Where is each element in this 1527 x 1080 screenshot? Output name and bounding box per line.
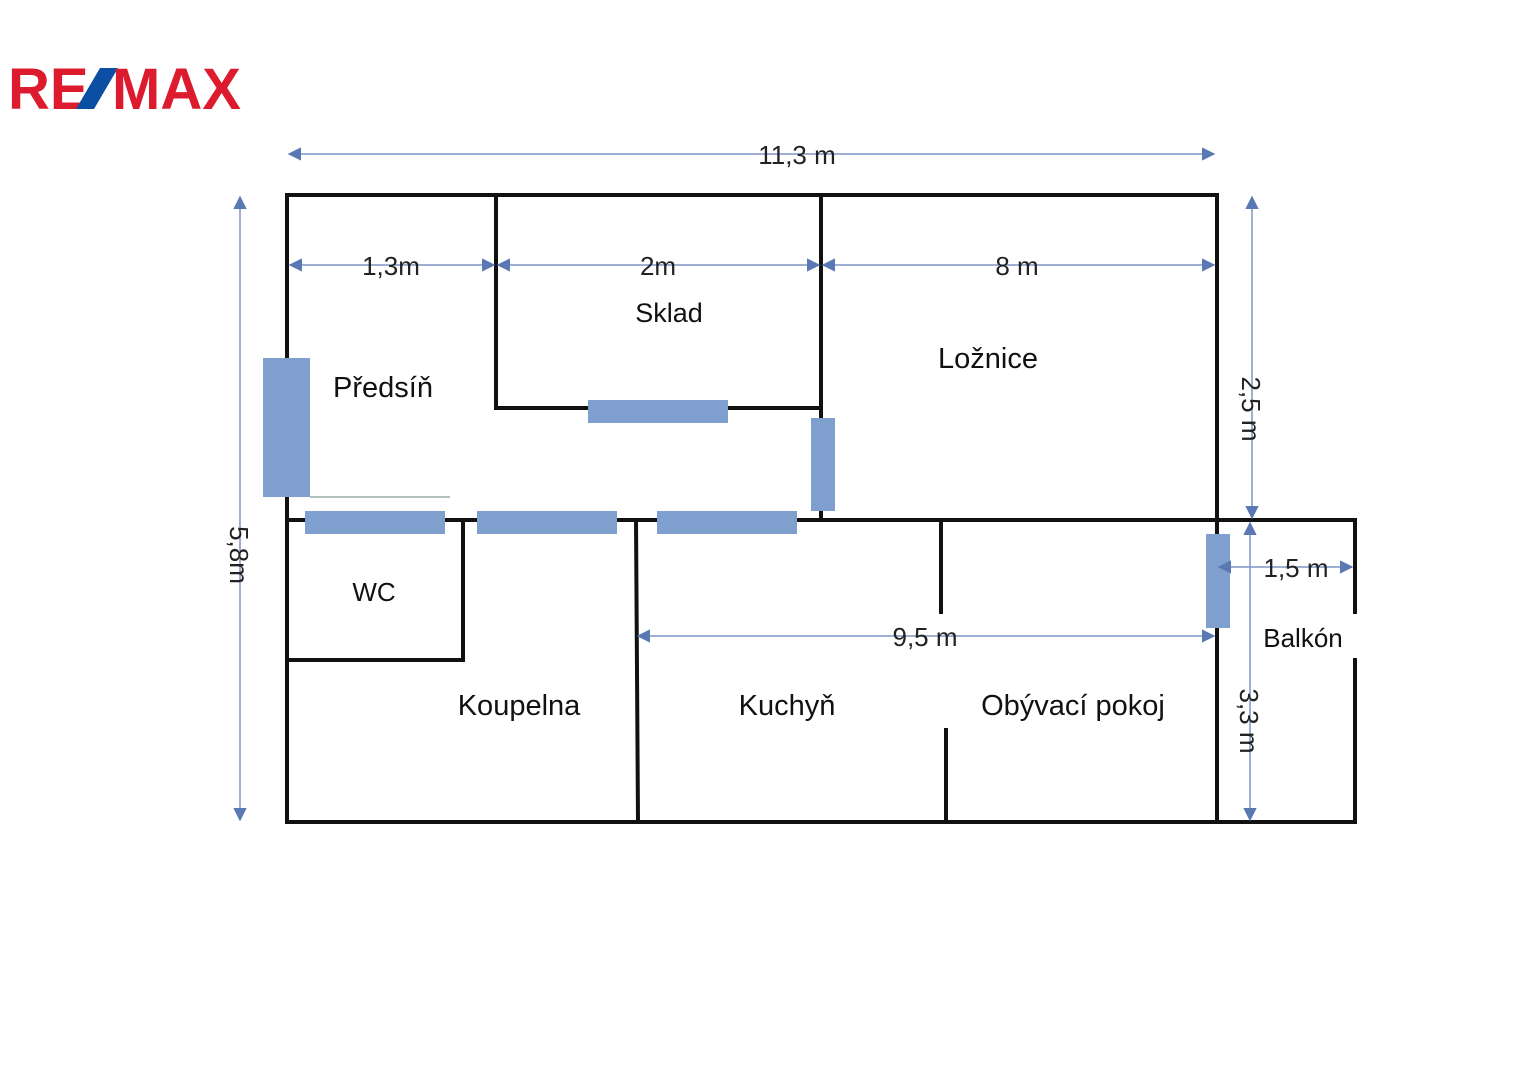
door-entrance [263, 358, 310, 497]
door-kuchyn [657, 511, 797, 534]
room-loznice: Ložnice [938, 343, 1038, 375]
room-sklad: Sklad [635, 298, 703, 328]
room-balkon: Balkón [1263, 623, 1343, 653]
door-sklad [588, 400, 728, 423]
dimension-labels: 11,3 m 1,3m 2m 8 m 9,5 m 1,5 m 5,8m 2,5 … [224, 140, 1329, 754]
door-balkon [1206, 534, 1230, 628]
dim-upper-height: 2,5 m [1236, 376, 1266, 441]
dim-lower-height: 3,3 m [1234, 688, 1264, 753]
room-labels: Předsíň Sklad Ložnice WC Koupelna Kuchyň… [333, 298, 1343, 722]
remax-logo: RE MAX [8, 57, 241, 122]
room-wc: WC [352, 577, 395, 607]
svg-text:MAX: MAX [112, 57, 241, 122]
doors [263, 358, 1230, 628]
dim-balkon-width: 1,5 m [1263, 553, 1328, 583]
dim-total-width: 11,3 m [758, 140, 836, 170]
svg-text:RE: RE [8, 57, 89, 122]
room-kuchyn: Kuchyň [739, 690, 836, 722]
room-predsin: Předsíň [333, 372, 433, 404]
dimension-lines [233, 147, 1354, 822]
dim-total-height: 5,8m [224, 526, 254, 584]
dim-loznice-width: 8 m [995, 251, 1038, 281]
dim-sklad-width: 2m [640, 251, 676, 281]
door-koupelna [477, 511, 617, 534]
door-loznice [811, 418, 835, 511]
logo-slash [76, 68, 118, 109]
door-wc [305, 511, 445, 534]
room-obyvaci-pokoj: Obývací pokoj [981, 690, 1165, 722]
dim-living-width: 9,5 m [892, 622, 957, 652]
dim-predsin-width: 1,3m [362, 251, 420, 281]
room-koupelna: Koupelna [458, 690, 581, 722]
